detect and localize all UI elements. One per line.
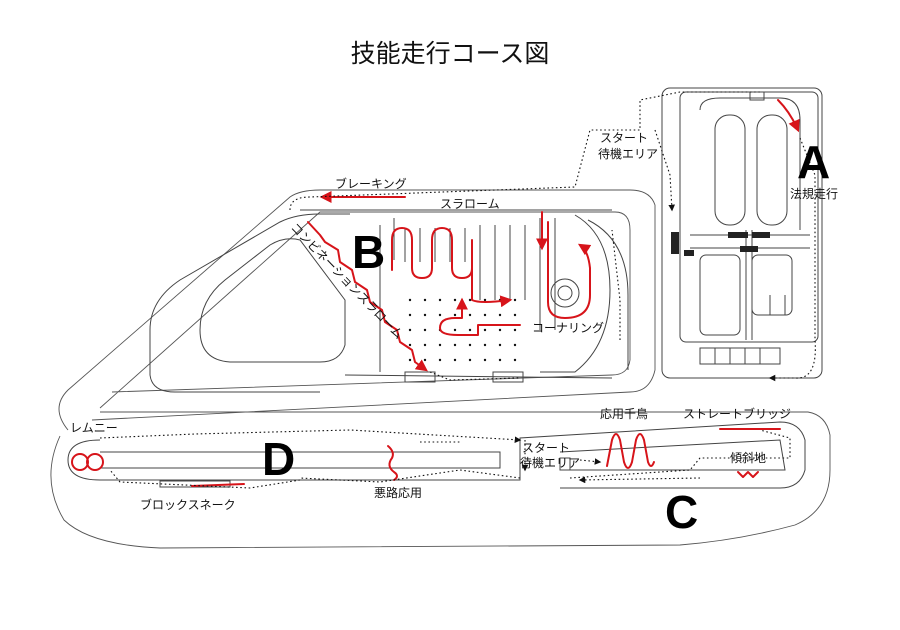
label-slope: 傾斜地	[730, 451, 766, 465]
start-upper-line2: 待機エリア	[598, 146, 658, 161]
label-lemniscate: レムニー	[70, 421, 118, 435]
area-letter-d: D	[262, 433, 295, 485]
label-senbashi: 応用千鳥	[600, 406, 648, 421]
start-upper-line1: スタート	[600, 131, 648, 145]
left-infield	[149, 213, 350, 393]
combination-slalom-course	[307, 221, 428, 372]
course-a-zone	[661, 87, 823, 379]
course-b-zone	[300, 209, 629, 383]
area-letter-c: C	[665, 486, 698, 538]
slalom-course	[391, 227, 513, 308]
map-title: 技能走行コース図	[351, 39, 550, 68]
lemniscate-course	[71, 453, 104, 471]
senbashi-course	[606, 433, 655, 469]
label-straight-bridge: ストレートブリッジ	[683, 406, 791, 421]
start-lower-line1: スタート	[522, 441, 570, 455]
course-lines	[71, 99, 800, 487]
label-slalom: スラローム	[440, 197, 500, 211]
area-letter-a: A	[797, 136, 830, 188]
slope-course	[737, 471, 759, 478]
label-combination-slalom: コンビネーションスラローム	[288, 220, 406, 341]
area-a-caption: 法規走行	[790, 186, 838, 201]
travel-route	[99, 91, 816, 489]
label-braking: ブレーキング	[335, 176, 407, 191]
label-block-snake: ブロックスネーク	[140, 497, 236, 512]
cornering-loop	[439, 297, 521, 336]
rough-road-course	[387, 445, 398, 481]
lower-strip	[67, 421, 806, 489]
site-boundary	[50, 189, 831, 549]
area-letter-b: B	[352, 226, 385, 278]
course-a-arrow	[777, 99, 800, 133]
label-rough-road: 悪路応用	[374, 485, 422, 500]
label-cornering: コーナリング	[532, 321, 604, 335]
start-lower-line2: 待機エリア	[520, 455, 580, 470]
block-snake-course	[191, 483, 245, 487]
cornering-course	[547, 221, 592, 319]
